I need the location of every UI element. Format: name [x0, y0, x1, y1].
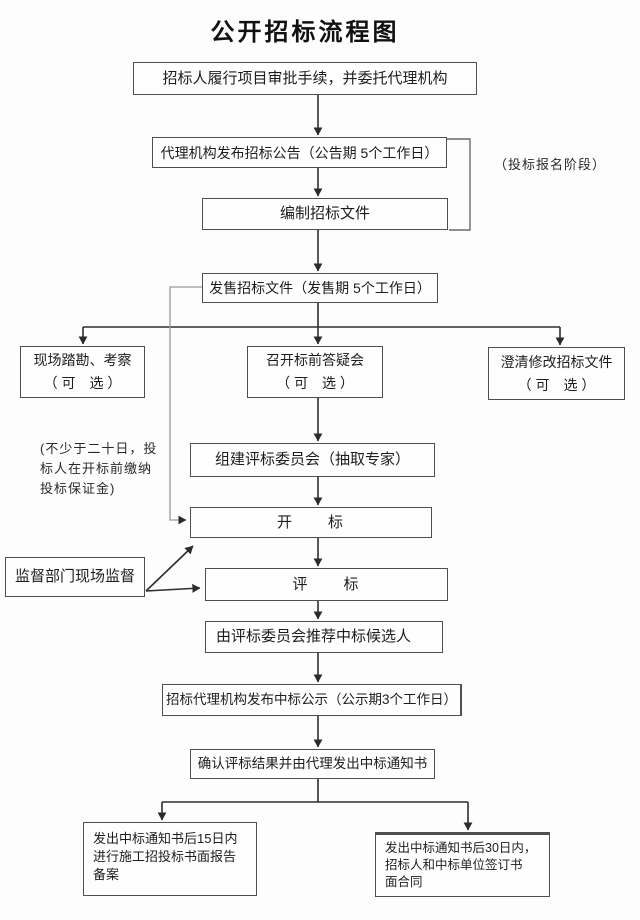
node-winner-publicity: 招标代理机构发布中标公示（公示期3个工作日）	[162, 684, 462, 716]
node-prepare-bid-documents: 编制招标文件	[202, 198, 448, 230]
registration-stage-bracket	[447, 138, 471, 231]
node-clarify-documents-optional: 澄清修改招标文件 （ 可 选 ）	[488, 347, 625, 400]
registration-stage-note: （投标报名阶段）	[494, 157, 607, 172]
node-written-report-filing: 发出中标通知书后15日内 进行施工招投标书面报告 备案	[83, 822, 257, 896]
flow-arrows	[78, 95, 565, 831]
node-bid-evaluation: 评 标	[205, 568, 448, 601]
node-site-visit-optional: 现场踏勘、考察 （ 可 选 ）	[20, 346, 145, 398]
bid-deposit-note: (不少于二十日，投 标人在开标前缴纳 投标保证金)	[40, 441, 158, 496]
annotation-lines	[169, 138, 471, 525]
sell-to-opening-bypass-line	[169, 286, 202, 525]
node-onsite-supervision: 监督部门现场监督	[5, 557, 145, 597]
node-bid-announcement: 代理机构发布招标公告（公告期 5个工作日）	[152, 137, 447, 168]
node-sell-bid-documents: 发售招标文件（发售期 5个工作日）	[202, 273, 438, 303]
node-pre-bid-qa-optional: 召开标前答疑会 （ 可 选 ）	[247, 346, 383, 398]
node-sign-contract: 发出中标通知书后30日内， 招标人和中标单位签订书 面合同	[375, 832, 550, 897]
node-bid-opening: 开 标	[190, 507, 432, 538]
node-project-approval: 招标人履行项目审批手续，并委托代理机构	[133, 62, 477, 95]
page-title: 公开招标流程图	[210, 19, 400, 46]
node-confirm-result-notice: 确认评标结果并由代理发出中标通知书	[190, 749, 435, 779]
node-recommend-candidates: 由评标委员会推荐中标候选人	[205, 621, 443, 653]
node-evaluation-committee: 组建评标委员会（抽取专家）	[190, 443, 435, 477]
